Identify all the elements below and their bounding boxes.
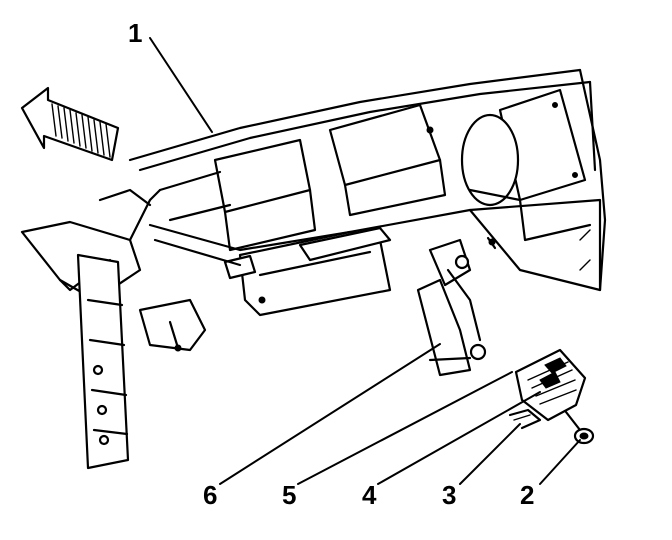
bolt (564, 410, 595, 445)
callout-4: 4 (362, 480, 377, 510)
control-module (514, 348, 587, 422)
forward-arrow-icon (20, 86, 120, 162)
retaining-clip (508, 408, 542, 430)
callout-6: 6 (203, 480, 217, 510)
leader-5 (297, 371, 513, 485)
callout-5: 5 (282, 480, 296, 510)
leader-2 (539, 439, 581, 485)
leader-4 (377, 391, 541, 485)
mounting-bracket (416, 238, 487, 377)
callout-1: 1 (128, 18, 142, 48)
leader-3 (459, 423, 521, 485)
instrument-panel-carrier (20, 68, 607, 470)
leader-1 (149, 37, 213, 133)
callout-3: 3 (442, 480, 456, 510)
callout-2: 2 (520, 480, 534, 510)
leader-6 (219, 343, 441, 485)
leader-lines (149, 37, 581, 485)
